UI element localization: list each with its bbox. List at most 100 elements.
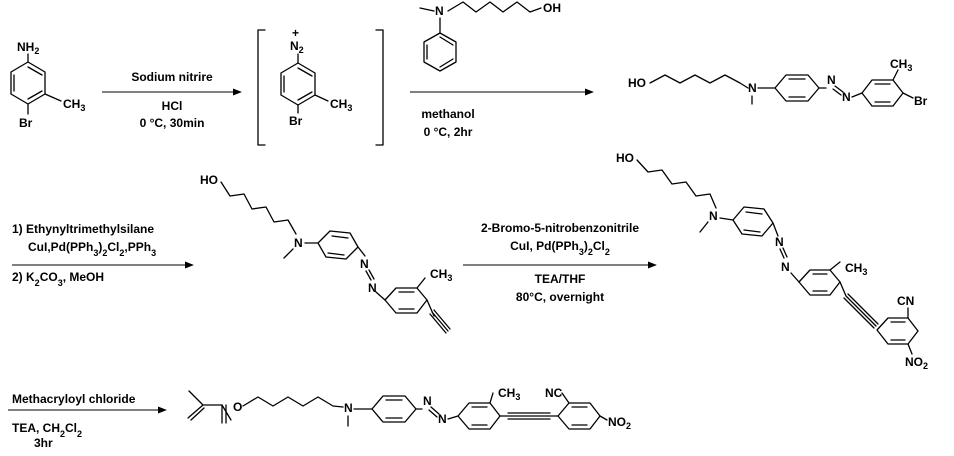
azo-n1: N	[827, 73, 836, 87]
alkyne-triple-bond	[839, 281, 879, 329]
hydroxyl-label: HO	[628, 76, 646, 90]
bond-nitro	[599, 415, 608, 421]
step-5-reagent: Methacryloyl chloride	[12, 392, 136, 406]
azo-bromide-product: HO N N N CH3 Br	[628, 57, 928, 108]
bond-br	[902, 92, 914, 99]
aniline-reagent: N OH	[419, 1, 561, 72]
nitroarene-ring	[557, 402, 601, 430]
step-3-deprotection: 2) K2CO3, MeOH	[12, 270, 104, 288]
bond-ring-azo	[357, 246, 366, 257]
azo-n2: N	[438, 412, 447, 426]
phenylene-ring	[317, 230, 359, 260]
benzene-ring	[423, 32, 457, 72]
ethynyl-triple-bond	[426, 299, 451, 334]
bond-nitro	[907, 343, 913, 355]
nitro-label: NO2	[905, 355, 928, 371]
step-3-reagent: 1) Ethynyltrimethylsilane	[12, 222, 154, 236]
bracket-right	[375, 29, 384, 146]
nitro-label: NO2	[608, 415, 631, 431]
hydroxyl-label: OH	[543, 1, 561, 15]
step-3-catalyst: CuI,Pd(PPh3)2Cl2,PPh3	[28, 240, 156, 258]
reaction-step-2: methanol 0 °C, 2hr	[410, 88, 594, 139]
phenylene-ring	[774, 74, 820, 102]
bond-methyl	[44, 93, 62, 102]
step-4-reagent: 2-Bromo-5-nitrobenzonitrile	[481, 221, 639, 235]
methyl-label: CH3	[63, 97, 85, 113]
methyl-label: CH3	[498, 386, 520, 402]
methyl-label: CH3	[430, 267, 452, 283]
hexyl-chain	[447, 1, 542, 13]
step-4-conditions: 80°C, overnight	[516, 290, 604, 304]
tolyl-ring	[798, 269, 841, 296]
diazonium-label: N2	[290, 39, 304, 55]
azo-n1: N	[775, 235, 784, 249]
amine-label: NH2	[17, 40, 39, 56]
reaction-step-1: Sodium nitrire HCl 0 °C, 30min	[102, 70, 242, 130]
azo-n2: N	[781, 260, 790, 274]
step-2-conditions: 0 °C, 2hr	[424, 125, 473, 139]
benzene-ring	[10, 61, 46, 105]
methyl-label: CH3	[890, 57, 912, 73]
bond-n-ring	[719, 217, 734, 221]
n-methyl-bond	[419, 7, 435, 12]
phenylene-ring	[371, 395, 417, 423]
tolyl-ring	[457, 402, 501, 430]
azo-n1: N	[423, 394, 432, 408]
amine-label: N	[748, 81, 757, 95]
step-1-conditions: 0 °C, 30min	[140, 116, 205, 130]
azo-double-bond	[365, 269, 375, 281]
charge-label: +	[292, 26, 299, 40]
bracket-left	[257, 29, 266, 146]
hexyl-chain	[636, 159, 717, 209]
bromo-label: Br	[19, 116, 33, 130]
nitroarene-ring	[876, 317, 919, 345]
amine-label: N	[709, 209, 718, 223]
amine-label: N	[435, 4, 444, 18]
amine-label: N	[344, 401, 353, 415]
n-methyl-bond	[283, 248, 294, 259]
bond-azo-ring	[790, 272, 800, 283]
diazonium-intermediate: + N2 CH3 Br	[257, 26, 384, 146]
bond-cyano	[561, 392, 570, 404]
methyl-label: CH3	[845, 261, 867, 277]
bond-azo-ring	[447, 415, 459, 420]
step-1-reagent: Sodium nitrire	[131, 70, 213, 84]
tolyl-ring	[861, 79, 904, 107]
methacrylate-product: O N N N CH3 NC NO2	[187, 386, 631, 431]
azo-double-bond	[779, 247, 788, 259]
nitrile-product: HO N N N CH3 CN NO2	[616, 151, 928, 371]
amine-label: N	[294, 236, 303, 250]
phenylene-ring	[732, 206, 774, 237]
azo-n2: N	[842, 90, 851, 104]
cyano-label: CN	[897, 294, 914, 308]
carbonyl-double-bond	[221, 404, 227, 424]
starting-material-bromotoluidine: NH2 CH3 Br	[10, 40, 85, 130]
cyano-label: NC	[545, 386, 563, 400]
reaction-step-4: 2-Bromo-5-nitrobenzonitrile CuI, Pd(PPh3…	[463, 221, 657, 304]
bond-azo-ring	[375, 291, 386, 301]
step-4-catalyst: CuI, Pd(PPh3)2Cl2	[510, 239, 610, 257]
methyl-label: CH3	[330, 97, 352, 113]
tolyl-ring	[384, 287, 428, 314]
bond-methyl	[892, 69, 899, 81]
step-1-acid: HCl	[162, 99, 183, 113]
hydroxyl-label: HO	[200, 173, 218, 187]
azo-double-bond	[832, 85, 844, 96]
benzene-ring	[280, 62, 316, 106]
n-methyl-bond	[699, 221, 709, 233]
azo-n2: N	[368, 281, 377, 295]
azo-double-bond	[428, 406, 440, 418]
bond-methyl	[416, 277, 426, 289]
alkyne-product: HO N N N CH3	[200, 173, 452, 334]
ester-oxygen: O	[233, 400, 242, 414]
bond-methyl	[314, 94, 329, 102]
step-2-solvent: methanol	[421, 107, 474, 121]
step-5-solvent: TEA, CH2Cl2	[12, 421, 82, 439]
step-4-solvent: TEA/THF	[535, 272, 586, 286]
hydroxyl-label: HO	[616, 151, 634, 165]
bond-methyl	[829, 261, 841, 271]
azo-n1: N	[360, 257, 369, 271]
step-5-time: 3hr	[34, 436, 53, 450]
bond-ring-azo	[772, 222, 779, 237]
